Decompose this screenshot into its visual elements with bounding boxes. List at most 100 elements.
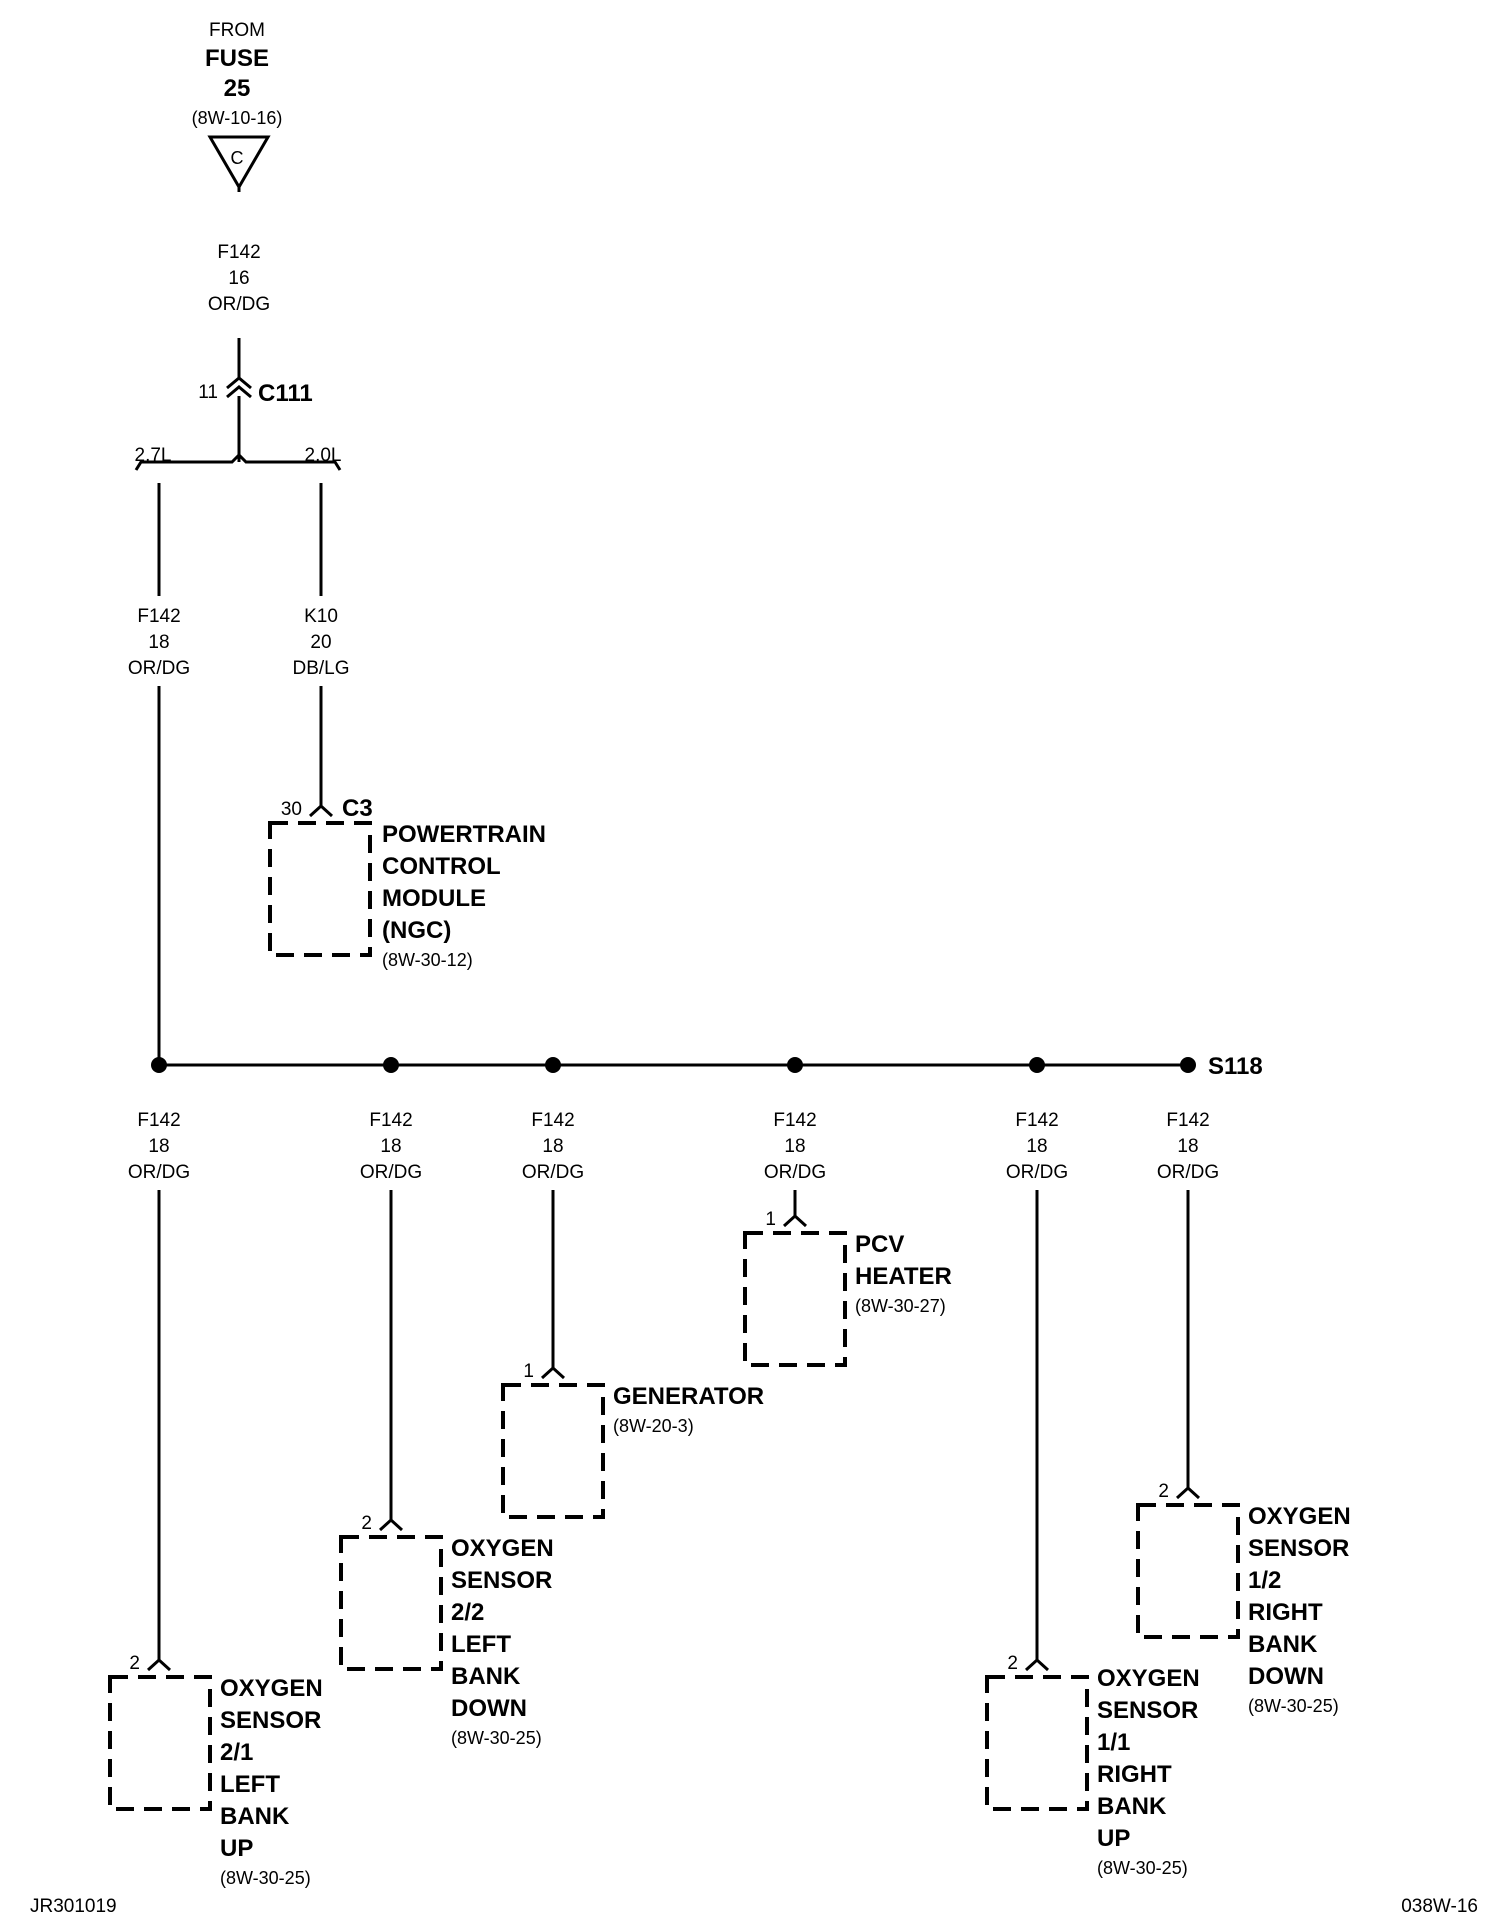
fuse-ref: (8W-10-16)	[192, 108, 283, 128]
o2-11-ref: (8W-30-25)	[1097, 1858, 1188, 1878]
drop-gauge: 18	[380, 1136, 401, 1157]
drop-gauge: 18	[542, 1136, 563, 1157]
pcm-line-4: (NGC)	[382, 917, 451, 944]
splice-node	[1180, 1057, 1196, 1073]
pin-icon	[378, 1517, 404, 1532]
drop-circuit: F142	[137, 1110, 180, 1131]
o2-sensor-12: 2 OXYGEN SENSOR 1/2 RIGHT BANK DOWN (8W-…	[1136, 1481, 1351, 1716]
o2-12-ref: (8W-30-25)	[1248, 1696, 1339, 1716]
o2-21-line-1: OXYGEN	[220, 1675, 323, 1702]
fuse-connector-triangle-icon	[207, 135, 271, 190]
o2-21-line-6: UP	[220, 1835, 253, 1862]
o2-21-line-3: 2/1	[220, 1739, 253, 1766]
right-wire-circuit: K10	[304, 606, 338, 627]
pcv-ref: (8W-30-27)	[855, 1296, 946, 1316]
o2-11-box	[985, 1675, 1089, 1811]
drop-circuit: F142	[1166, 1110, 1209, 1131]
top-wire-color: OR/DG	[208, 294, 270, 315]
pcv-line-2: HEATER	[855, 1263, 952, 1290]
left-wire-circuit: F142	[137, 606, 180, 627]
drop-color: OR/DG	[522, 1162, 584, 1183]
pcv-box	[743, 1231, 847, 1367]
branch-right-label: 2.0L	[305, 445, 342, 466]
drop-gauge: 18	[1177, 1136, 1198, 1157]
splice-node	[1029, 1057, 1045, 1073]
o2-sensor-22: 2 OXYGEN SENSOR 2/2 LEFT BANK DOWN (8W-3…	[339, 1513, 554, 1748]
o2-11-line-1: OXYGEN	[1097, 1665, 1200, 1692]
splice-node	[787, 1057, 803, 1073]
pcm-ref: (8W-30-12)	[382, 950, 473, 970]
o2-21-pin: 2	[129, 1653, 140, 1674]
o2-22-ref: (8W-30-25)	[451, 1728, 542, 1748]
drop-gauge: 18	[1026, 1136, 1047, 1157]
o2-22-line-2: SENSOR	[451, 1567, 552, 1594]
o2-11-line-6: UP	[1097, 1825, 1130, 1852]
splice-node	[383, 1057, 399, 1073]
splice-node	[545, 1057, 561, 1073]
o2-12-pin: 2	[1158, 1481, 1169, 1502]
pcm-line-2: CONTROL	[382, 853, 501, 880]
from-label: FROM	[209, 20, 265, 41]
drop-gauge: 18	[148, 1136, 169, 1157]
drop-color: OR/DG	[1157, 1162, 1219, 1183]
c111-label: C111	[258, 380, 313, 407]
o2-12-line-3: 1/2	[1248, 1567, 1281, 1594]
o2-22-line-4: LEFT	[451, 1631, 511, 1658]
left-wire-gauge: 18	[148, 632, 169, 653]
fuse-connector-letter: C	[231, 148, 244, 168]
o2-12-line-6: DOWN	[1248, 1663, 1324, 1690]
splice-nodes	[151, 1057, 1196, 1073]
o2-21-line-2: SENSOR	[220, 1707, 321, 1734]
drop-wire-labels: F142 18 OR/DG F142 18 OR/DG F142 18 OR/D…	[128, 1110, 1219, 1183]
o2-12-line-1: OXYGEN	[1248, 1503, 1351, 1530]
drop-circuit: F142	[531, 1110, 574, 1131]
top-wire-circuit: F142	[217, 242, 260, 263]
pcm-pin-icon	[308, 803, 334, 818]
c111-pin: 11	[198, 382, 218, 403]
o2-12-line-4: RIGHT	[1248, 1599, 1323, 1626]
generator: 1 GENERATOR (8W-20-3)	[501, 1361, 764, 1519]
o2-sensor-21: 2 OXYGEN SENSOR 2/1 LEFT BANK UP (8W-30-…	[108, 1653, 323, 1888]
drop-circuit: F142	[369, 1110, 412, 1131]
o2-22-line-6: DOWN	[451, 1695, 527, 1722]
o2-21-box	[108, 1675, 212, 1811]
o2-22-pin: 2	[361, 1513, 372, 1534]
fuse-label: FUSE	[205, 45, 269, 72]
pcm-line-3: MODULE	[382, 885, 486, 912]
pcv-heater: 1 PCV HEATER (8W-30-27)	[743, 1209, 952, 1367]
o2-21-line-4: LEFT	[220, 1771, 280, 1798]
pcv-line-1: PCV	[855, 1231, 904, 1258]
branch-left-label: 2.7L	[135, 445, 172, 466]
drop-color: OR/DG	[360, 1162, 422, 1183]
o2-22-line-1: OXYGEN	[451, 1535, 554, 1562]
option-branch-bracket	[134, 452, 342, 471]
splice-node	[151, 1057, 167, 1073]
o2-12-line-2: SENSOR	[1248, 1535, 1349, 1562]
o2-22-box	[339, 1535, 443, 1671]
drop-color: OR/DG	[764, 1162, 826, 1183]
right-wire-color: DB/LG	[292, 658, 349, 679]
drop-circuit: F142	[773, 1110, 816, 1131]
left-wire-color: OR/DG	[128, 658, 190, 679]
drop-circuit: F142	[1015, 1110, 1058, 1131]
pcv-pin: 1	[765, 1209, 776, 1230]
pcm-line-1: POWERTRAIN	[382, 821, 546, 848]
splice-label: S118	[1208, 1053, 1263, 1080]
o2-11-line-4: RIGHT	[1097, 1761, 1172, 1788]
pin-icon	[782, 1213, 808, 1228]
o2-21-ref: (8W-30-25)	[220, 1868, 311, 1888]
footer-left-code: JR301019	[30, 1896, 117, 1917]
pin-icon	[540, 1365, 566, 1380]
o2-11-line-5: BANK	[1097, 1793, 1167, 1820]
pin-icon	[1024, 1657, 1050, 1672]
drop-gauge: 18	[784, 1136, 805, 1157]
c111-connector-icon	[226, 376, 252, 399]
pcm-connector: C3	[342, 795, 373, 822]
fuse-number: 25	[224, 75, 251, 102]
o2-12-line-5: BANK	[1248, 1631, 1318, 1658]
drop-color: OR/DG	[1006, 1162, 1068, 1183]
drop-color: OR/DG	[128, 1162, 190, 1183]
o2-11-line-3: 1/1	[1097, 1729, 1130, 1756]
generator-ref: (8W-20-3)	[613, 1416, 694, 1436]
